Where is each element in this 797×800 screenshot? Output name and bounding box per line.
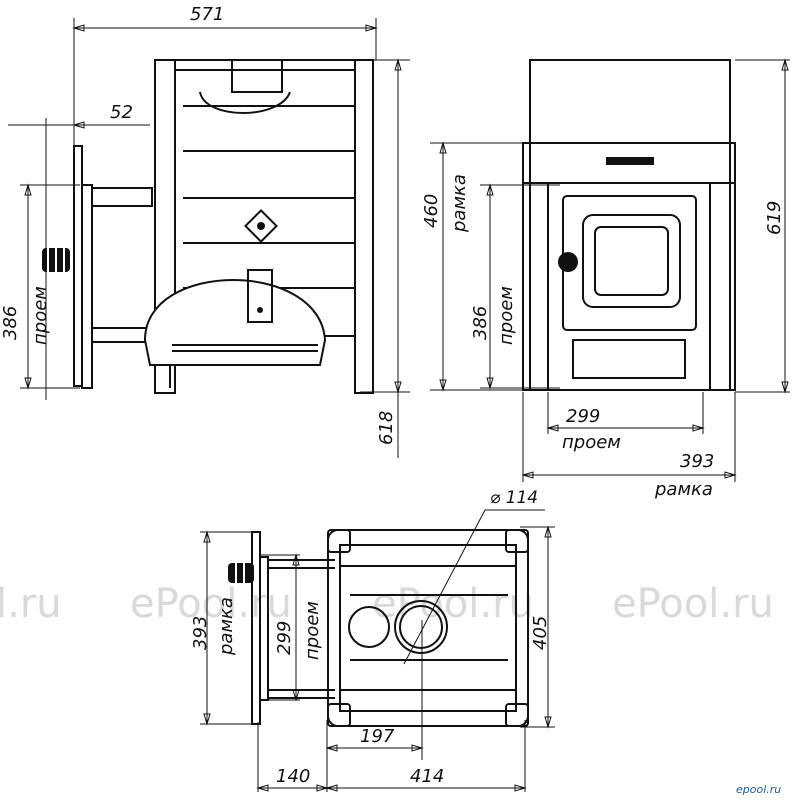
dim-top-flue-d: ⌀ 114 [490, 488, 538, 508]
top-view: 393 рамка 299 проем 405 ⌀ 114 197 140 41… [190, 488, 555, 792]
dim-front-frame-w: 393 [680, 451, 714, 472]
dim-front-opening-label: проем [496, 286, 517, 345]
watermark-text: ePool.ru [612, 581, 774, 627]
dim-top-depth: 405 [530, 616, 551, 650]
dim-side-opening-h: 386 [0, 306, 21, 340]
dim-top-body: 414 [410, 766, 444, 787]
side-view: 571 52 386 проем 618 [0, 4, 410, 458]
dim-front-opening-h: 386 [470, 306, 491, 340]
watermark-text: l.ru [0, 581, 62, 627]
dim-front-total-h: 619 [764, 201, 785, 235]
dim-front-frame-label: рамка [449, 174, 470, 233]
dim-front-frame-h: 460 [421, 194, 442, 228]
dim-front-frame-w-label: рамка [654, 479, 713, 500]
dim-top-front: 140 [276, 766, 310, 787]
front-view: 460 рамка 386 проем 619 299 проем 393 ра… [421, 58, 790, 500]
dim-side-offset: 52 [110, 102, 133, 123]
dim-front-opening-w: 299 [566, 406, 600, 427]
dim-side-opening-label: проем [30, 286, 51, 345]
dim-front-opening-w-label: проем [562, 432, 621, 453]
watermark: l.ru ePool.ru ePool.ru ePool.ru [0, 581, 774, 627]
dim-top-opening: 299 [274, 621, 295, 655]
dim-top-frame-label: рамка [216, 597, 237, 656]
dim-top-flue-offset: 197 [360, 726, 395, 747]
dim-top-opening-label: проем [302, 601, 323, 660]
epool-logo: epool.ru [736, 783, 781, 796]
dim-side-total-h: 618 [376, 411, 397, 445]
dim-side-width: 571 [190, 4, 224, 25]
watermark-text: ePool.ru [372, 581, 534, 627]
dim-top-frame: 393 [190, 616, 211, 650]
watermark-text: ePool.ru [130, 581, 292, 627]
